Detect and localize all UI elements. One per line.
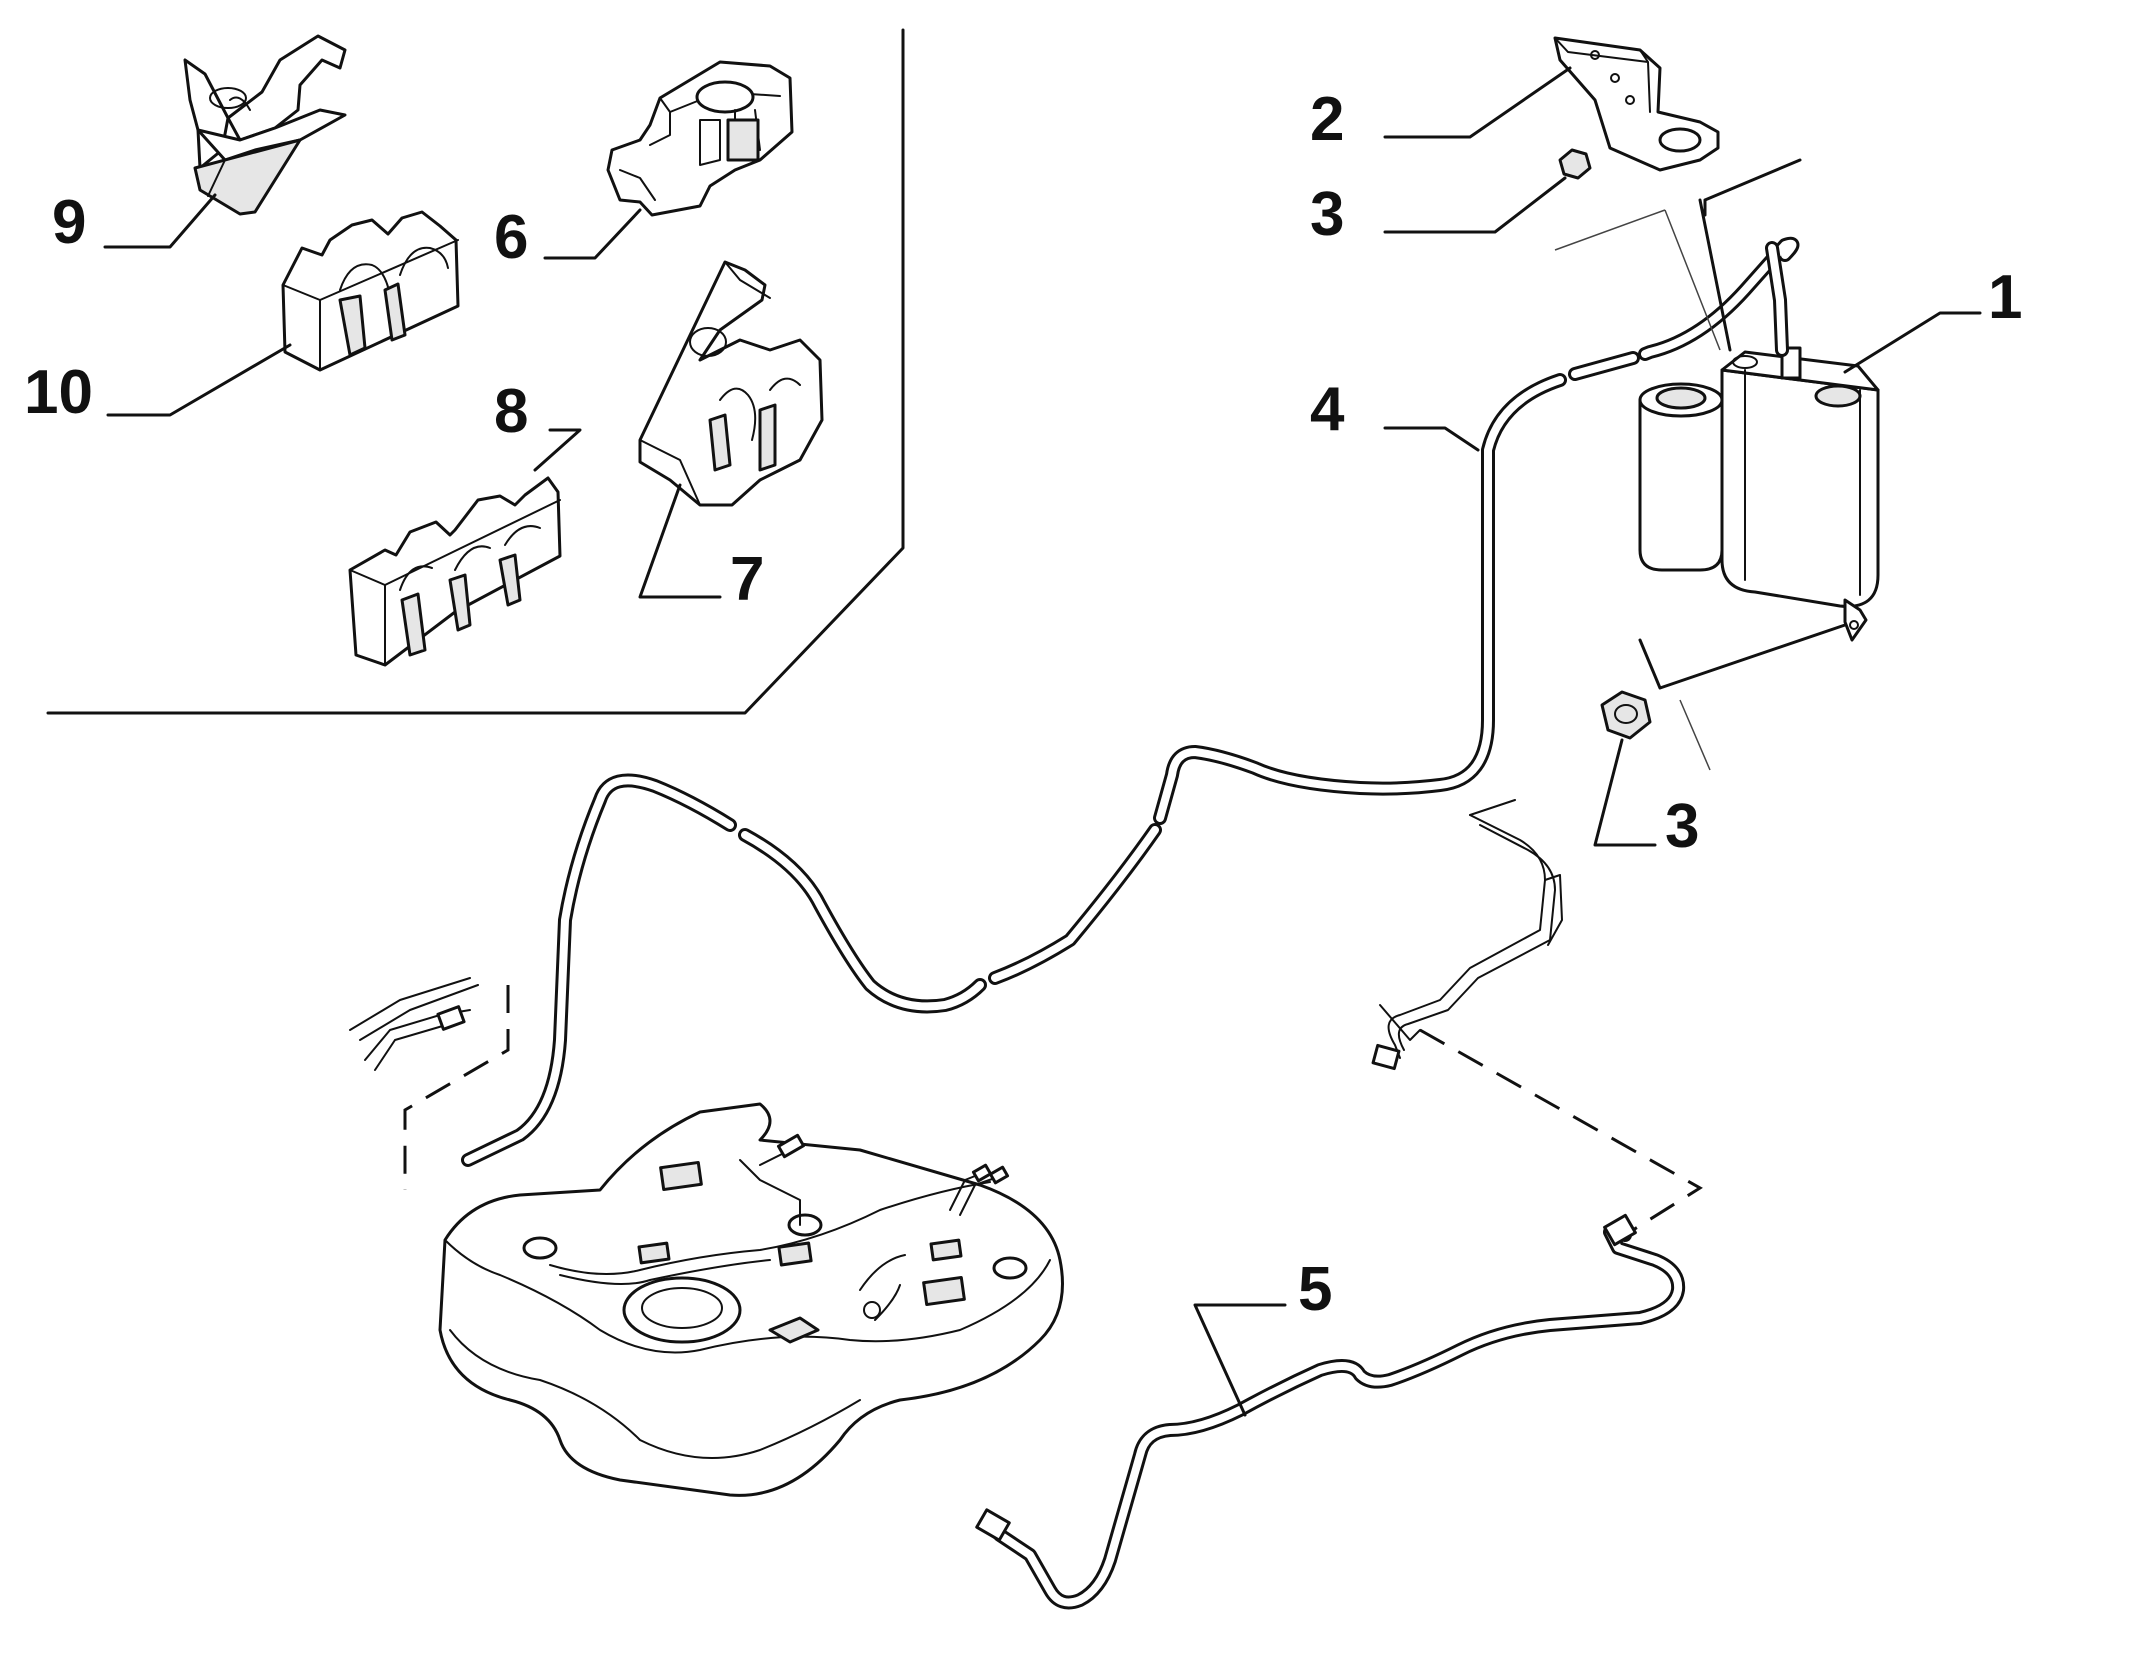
callout-9: 9 (52, 188, 86, 257)
leader-lines (103, 66, 1982, 1417)
callout-2: 2 (1310, 85, 1344, 154)
callout-3-bottom: 3 (1665, 792, 1699, 861)
hinged-clip-icon (183, 34, 347, 216)
pipe-clip-with-arm-icon (638, 260, 824, 507)
callout-7: 7 (730, 545, 764, 614)
charcoal-canister-icon (1638, 346, 1880, 642)
callout-10: 10 (24, 358, 93, 427)
callout-3-top: 3 (1310, 180, 1344, 249)
fuel-tank-icon (438, 1102, 1064, 1497)
nut-icon (1600, 690, 1652, 740)
callout-labels: 9 10 6 8 7 2 3 4 1 3 5 (24, 85, 2022, 1324)
callout-1: 1 (1988, 263, 2022, 332)
double-pipe-clip-icon (281, 210, 460, 372)
callout-6: 6 (494, 203, 528, 272)
dashed-connection (1419, 1028, 1703, 1237)
callout-5: 5 (1298, 1255, 1332, 1324)
triple-pipe-clip-icon (348, 476, 562, 667)
filler-line-detail (1371, 799, 1563, 1071)
vapor-pipe-icon (461, 236, 1800, 1167)
clips-inset-frame (46, 28, 905, 715)
callout-4: 4 (1310, 375, 1345, 444)
nut-icon (1558, 148, 1592, 180)
pipe-clip-icon (606, 60, 794, 217)
callout-8: 8 (494, 377, 528, 446)
left-connector-detail (349, 977, 510, 1190)
mounting-bracket-icon (1553, 36, 1720, 172)
fuel-pipe-icon (975, 1213, 1686, 1610)
